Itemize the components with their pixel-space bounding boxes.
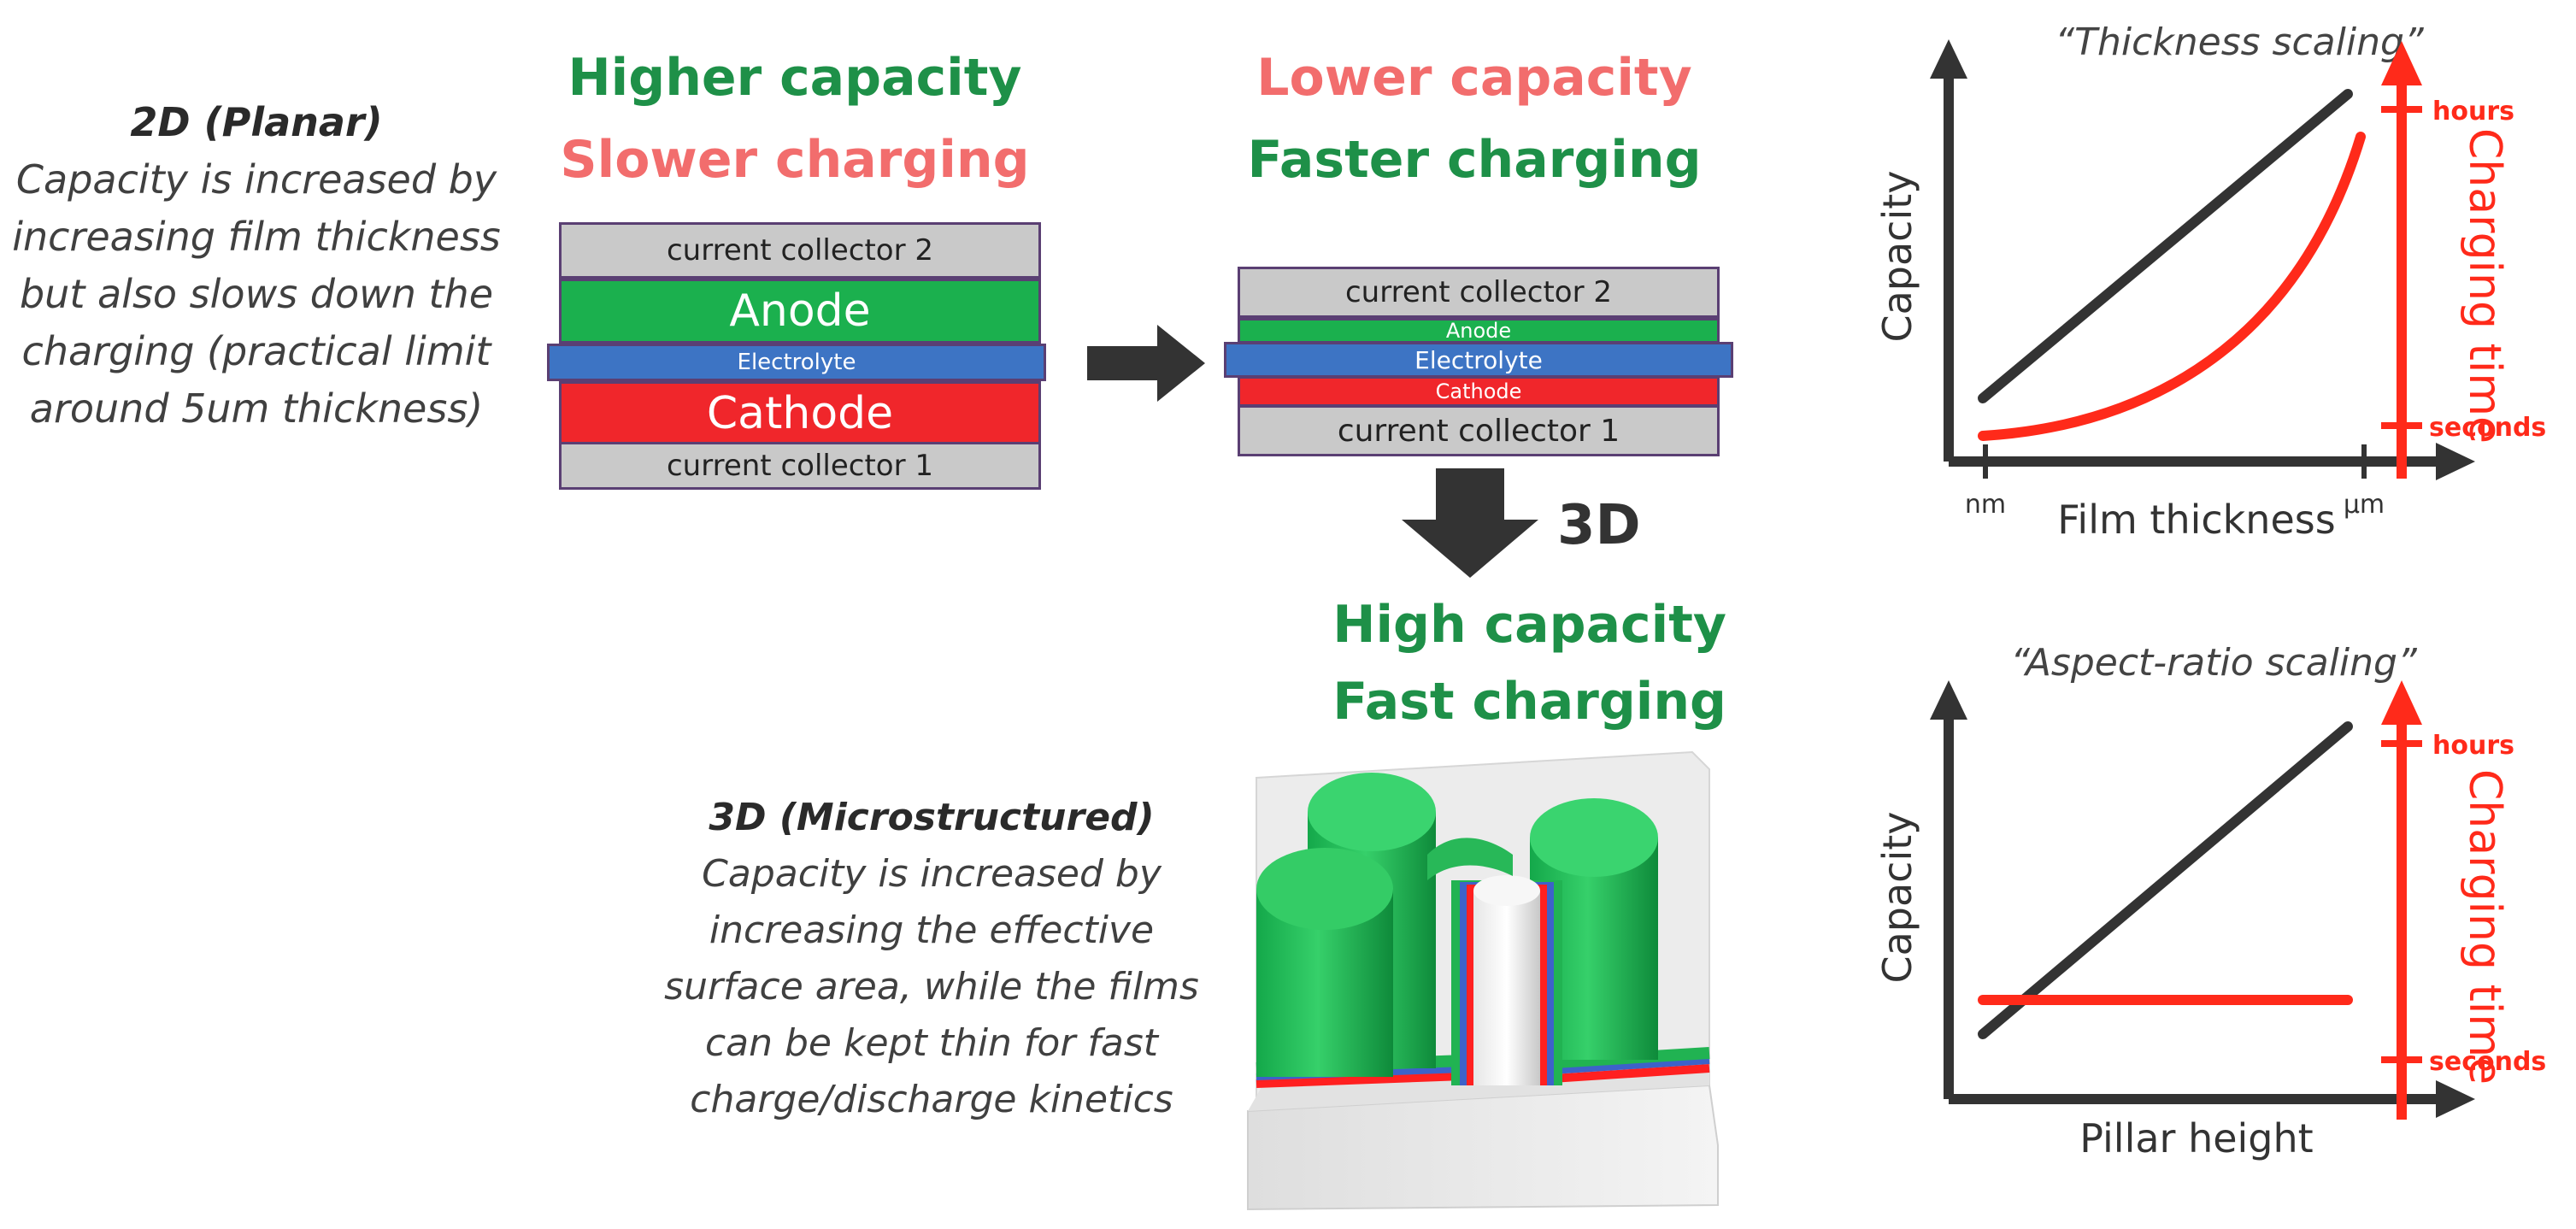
chart1-right-label: Charging time xyxy=(2459,128,2510,444)
planar-title: 2D (Planar) xyxy=(130,99,383,145)
micro-line-5: charge/discharge kinetics xyxy=(690,1078,1173,1121)
down-arrow-icon xyxy=(1402,468,1538,578)
micro-line-2: increasing the effective xyxy=(709,909,1155,952)
thin-header-charging: Faster charging xyxy=(1247,130,1702,190)
thin-electrolyte-layer: Electrolyte xyxy=(1224,342,1733,378)
chart2-title: “Aspect-ratio scaling” xyxy=(2010,641,2418,685)
chart2-right-label: Charging time xyxy=(2459,769,2510,1085)
chart1-ylabel: Capacity xyxy=(1874,170,1920,342)
planar-description: 2D (Planar) Capacity is increased by inc… xyxy=(0,94,513,438)
thick-header-charging: Slower charging xyxy=(560,130,1030,190)
thin-anode-layer: Anode xyxy=(1238,318,1720,344)
thick-anode-layer: Anode xyxy=(559,279,1041,344)
thin-current-collector-2: current collector 2 xyxy=(1238,267,1720,318)
micro-description: 3D (Microstructured) Capacity is increas… xyxy=(650,790,1214,1128)
thickness-scaling-chart: “Thickness scaling” nm µm Film thickness… xyxy=(1874,21,2546,543)
chart1-series-charging-time xyxy=(1978,132,2366,441)
chart1-series-capacity xyxy=(1978,89,2353,403)
micro-line-1: Capacity is increased by xyxy=(702,852,1162,896)
thick-electrolyte-layer: Electrolyte xyxy=(547,344,1046,381)
planar-line-1: Capacity is increased by xyxy=(15,156,497,203)
three-d-header-capacity: High capacity xyxy=(1332,595,1726,655)
micro-line-4: can be kept thin for fast xyxy=(704,1021,1159,1065)
chart2-series-capacity xyxy=(1978,721,2353,1039)
chart1-right-tick-hours: hours xyxy=(2432,97,2514,126)
chart1-xlabel: Film thickness xyxy=(2057,497,2335,543)
chart2-x-arrow xyxy=(2436,1080,2475,1118)
chart2-right-tick-hours: hours xyxy=(2432,731,2514,761)
thick-current-collector-1: current collector 1 xyxy=(559,442,1041,490)
chart1-tick-um: µm xyxy=(2344,490,2385,520)
right-arrow-icon xyxy=(1087,325,1205,402)
chart1-right-arrow xyxy=(2381,41,2422,85)
three-d-header-charging: Fast charging xyxy=(1332,672,1726,732)
chart2-xlabel: Pillar height xyxy=(2079,1115,2313,1161)
thin-current-collector-1: current collector 1 xyxy=(1238,405,1720,456)
three-d-label: 3D xyxy=(1557,494,1641,557)
chart1-tick-nm: nm xyxy=(1965,490,2006,520)
chart1-right-tick-seconds: seconds xyxy=(2429,413,2546,443)
thin-cathode-layer: Cathode xyxy=(1238,376,1720,407)
planar-line-2: increasing film thickness xyxy=(12,214,501,260)
chart2-ylabel: Capacity xyxy=(1874,811,1920,983)
microstructure-illustration xyxy=(1247,750,1719,1211)
chart1-y-arrow xyxy=(1930,39,1967,79)
planar-line-5: around 5um thickness) xyxy=(29,385,484,432)
thin-header-capacity: Lower capacity xyxy=(1256,48,1692,108)
planar-line-4: charging (practical limit xyxy=(21,328,491,374)
thick-header-capacity: Higher capacity xyxy=(568,48,1022,108)
chart2-right-tick-seconds: seconds xyxy=(2429,1047,2546,1077)
planar-line-3: but also slows down the xyxy=(19,271,494,317)
thick-cathode-layer: Cathode xyxy=(559,381,1041,446)
micro-line-3: surface area, while the films xyxy=(664,965,1199,1008)
chart2-right-arrow xyxy=(2381,680,2422,725)
thick-current-collector-2: current collector 2 xyxy=(559,222,1041,279)
chart1-title: “Thickness scaling” xyxy=(2055,21,2425,64)
micro-title: 3D (Microstructured) xyxy=(709,796,1155,839)
chart1-x-arrow xyxy=(2436,443,2475,480)
chart2-y-arrow xyxy=(1930,680,1967,720)
aspect-ratio-scaling-chart: “Aspect-ratio scaling” Pillar height Cap… xyxy=(1874,641,2546,1161)
